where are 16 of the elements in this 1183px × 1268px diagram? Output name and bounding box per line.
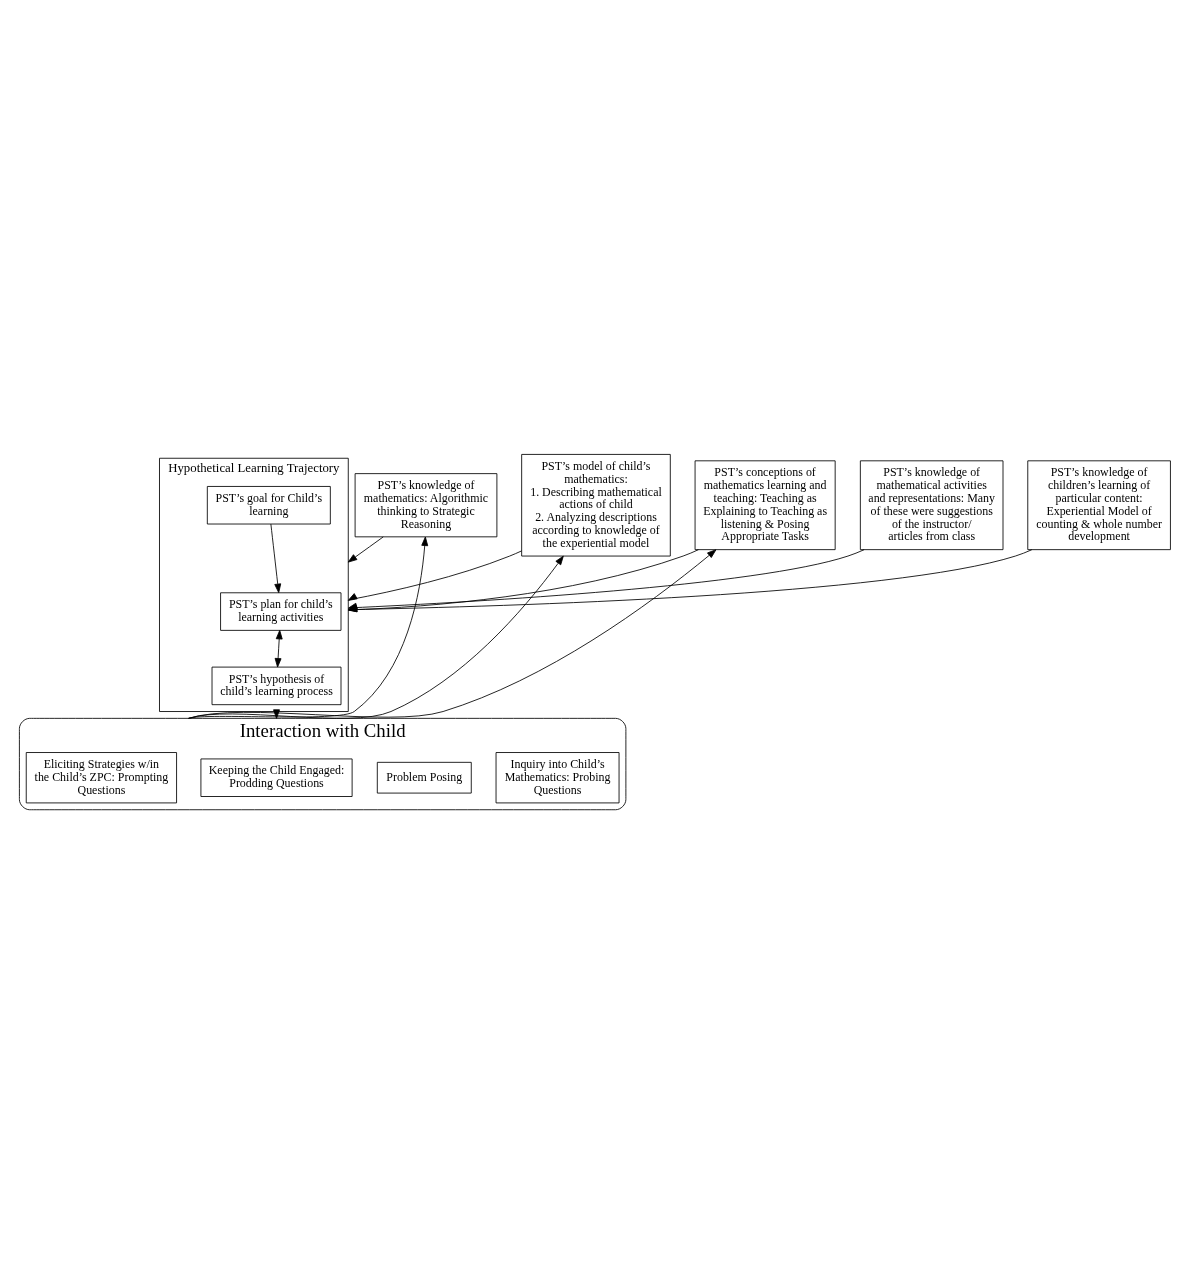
node-box: PST’s plan for child’s learning activities — [220, 592, 342, 631]
node-box: PST’s model of child’s mathematics: 1. Describing mathematical actions of child 2. Analyzing descriptions according to knowledge of the experiential model — [521, 454, 671, 557]
arrow — [347, 550, 522, 601]
node-box: PST’s goal for Child’s learning — [206, 486, 331, 525]
node-box: Problem Posing — [376, 761, 472, 794]
node-box: PST’s conceptions of mathematics learning and teaching: Teaching as Explaining to Teaching as listening & Posing Appropriate Tasks — [694, 460, 836, 551]
node-box: Inquiry into Child’s Mathematics: Probing Questions — [495, 752, 620, 804]
node-box: PST’s knowledge of children’s learning of particular content: Experiential Model of counting & whole number development — [1027, 460, 1171, 551]
arrow — [270, 523, 282, 594]
arrow — [274, 629, 283, 668]
node-box: Eliciting Strategies w/in the Child’s ZPC: Prompting Questions — [25, 752, 177, 804]
node-box: Keeping the Child Engaged: Prodding Questions — [200, 758, 353, 797]
node-box: PST’s knowledge of mathematical activities and representations: Many of these were suggestions of the instructor/ articles from class — [859, 460, 1004, 551]
arrow — [347, 536, 384, 563]
node-box: PST’s hypothesis of child’s learning process — [211, 666, 342, 706]
node-box: PST’s knowledge of mathematics: Algorithmic thinking to Strategic Reasoning — [354, 473, 498, 538]
